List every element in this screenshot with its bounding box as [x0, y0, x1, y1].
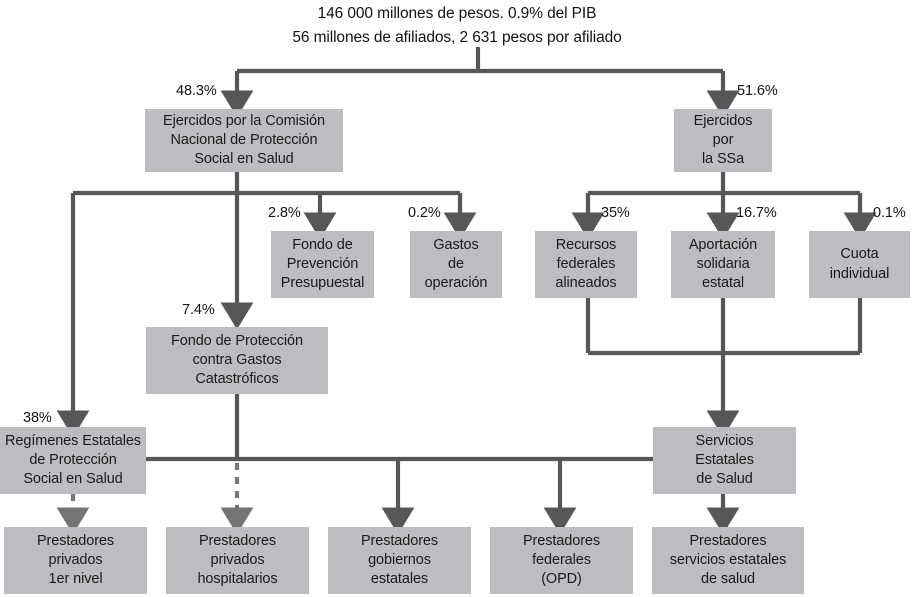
- diagram-title-line-1: 146 000 millones de pesos. 0.9% del PIB: [317, 5, 597, 22]
- node-ssa-line-3: la SSa: [701, 151, 745, 168]
- node-prestadores-federales-line-1: Prestadores: [522, 532, 601, 549]
- node-prestadores-privados-1er-line-3: 1er nivel: [48, 571, 103, 588]
- percent-label-gastos-operacion: 0.2%: [408, 205, 441, 221]
- node-prestadores-servicios-estatales-line-3: de salud: [700, 571, 756, 588]
- node-fondo-prevencion-line-1: Fondo de: [292, 236, 353, 253]
- node-regimenes-estatales-line-1: Regímenes Estatales: [5, 432, 141, 449]
- percent-label-cnpss: 48.3%: [176, 83, 217, 99]
- node-prestadores-federales-line-2: federales: [532, 551, 591, 568]
- node-servicios-estatales-line-3: de Salud: [696, 471, 753, 488]
- node-ssa-line-1: Ejercidos: [693, 112, 753, 129]
- percent-label-aportacion-solidaria: 16.7%: [736, 205, 777, 221]
- node-recursos-federales[interactable]: Recursos federales alineados: [535, 231, 637, 298]
- node-cnpss-line-3: Social en Salud: [194, 151, 294, 168]
- node-regimenes-estatales-line-3: Social en Salud: [23, 471, 123, 488]
- node-gastos-operacion-line-3: operación: [424, 275, 488, 292]
- node-cnpss-line-1: Ejercidos por la Comisión: [163, 112, 325, 129]
- node-prestadores-federales-line-3: (OPD): [541, 571, 582, 588]
- node-fondo-prevencion-line-3: Presupuestal: [280, 275, 365, 292]
- node-aportacion-solidaria-line-2: solidaria: [696, 255, 750, 272]
- node-prestadores-privados-hospitalarios-line-1: Prestadores: [198, 532, 277, 549]
- node-fondo-prevencion[interactable]: Fondo de Prevención Presupuestal: [271, 231, 374, 298]
- node-fondo-catastroficos-line-1: Fondo de Protección: [171, 332, 303, 349]
- diagram-title-line-2: 56 millones de afiliados, 2 631 pesos po…: [292, 28, 622, 46]
- node-regimenes-estatales-line-2: de Protección: [29, 451, 117, 468]
- node-cnpss-line-2: Nacional de Protección: [170, 131, 318, 148]
- node-recursos-federales-line-3: alineados: [555, 275, 617, 292]
- node-recursos-federales-line-1: Recursos: [555, 236, 617, 253]
- node-gastos-operacion[interactable]: Gastos de operación: [410, 231, 502, 298]
- node-prestadores-servicios-estatales-line-1: Prestadores: [689, 532, 767, 549]
- node-fondo-catastroficos-line-3: Catastróficos: [195, 371, 279, 388]
- percent-label-regimenes: 38%: [23, 410, 52, 426]
- percent-label-fondo-prevencion: 2.8%: [268, 205, 301, 221]
- node-servicios-estatales-line-2: Estatales: [695, 451, 754, 468]
- node-gastos-operacion-line-1: Gastos: [433, 236, 479, 253]
- node-prestadores-privados-hospitalarios-line-3: hospitalarios: [197, 571, 278, 588]
- node-servicios-estatales-line-1: Servicios: [695, 432, 754, 449]
- node-fondo-prevencion-line-2: Prevención: [286, 255, 359, 272]
- node-cuota-individual-line-2: individual: [829, 265, 890, 282]
- node-ssa-line-2: por: [712, 131, 734, 148]
- percent-label-recursos-federales: 35%: [601, 205, 630, 221]
- node-cnpss[interactable]: Ejercidos por la Comisión Nacional de Pr…: [145, 109, 343, 172]
- node-prestadores-privados-hospitalarios-line-2: privados: [210, 551, 265, 568]
- percent-label-fondo-catastroficos: 7.4%: [182, 302, 215, 318]
- node-aportacion-solidaria-line-3: estatal: [701, 275, 745, 292]
- node-fondo-catastroficos[interactable]: Fondo de Protección contra Gastos Catast…: [146, 327, 328, 394]
- node-prestadores-gobiernos-estatales-line-1: Prestadores: [360, 532, 439, 549]
- node-cuota-individual-line-1: Cuota: [840, 246, 879, 263]
- percent-label-ssa: 51.6%: [737, 83, 778, 99]
- node-prestadores-gobiernos-estatales-line-3: estatales: [370, 571, 429, 588]
- node-cuota-individual[interactable]: Cuota individual: [809, 231, 910, 298]
- node-prestadores-gobiernos-estatales-line-2: gobiernos: [368, 551, 431, 568]
- node-ssa[interactable]: Ejercidos por la SSa: [674, 109, 772, 172]
- node-regimenes-estatales[interactable]: Regímenes Estatales de Protección Social…: [0, 427, 146, 494]
- node-gastos-operacion-line-2: de: [448, 255, 464, 272]
- node-aportacion-solidaria-line-1: Aportación: [688, 236, 758, 253]
- node-fondo-catastroficos-line-2: contra Gastos: [192, 351, 282, 368]
- node-servicios-estatales[interactable]: Servicios Estatales de Salud: [653, 427, 796, 494]
- node-prestadores-privados-hospitalarios[interactable]: Prestadores privados hospitalarios: [166, 527, 309, 594]
- node-prestadores-servicios-estatales-line-2: servicios estatales: [669, 551, 787, 568]
- node-aportacion-solidaria[interactable]: Aportación solidaria estatal: [671, 231, 775, 298]
- node-prestadores-servicios-estatales[interactable]: Prestadores servicios estatales de salud: [652, 527, 804, 594]
- diagram-title: 146 000 millones de pesos. 0.9% del PIB …: [0, 2, 914, 49]
- node-prestadores-privados-1er[interactable]: Prestadores privados 1er nivel: [4, 527, 147, 594]
- node-prestadores-privados-1er-line-2: privados: [48, 551, 103, 568]
- node-recursos-federales-line-2: federales: [556, 255, 616, 272]
- node-prestadores-gobiernos-estatales[interactable]: Prestadores gobiernos estatales: [328, 527, 471, 594]
- node-prestadores-privados-1er-line-1: Prestadores: [36, 532, 115, 549]
- node-prestadores-federales[interactable]: Prestadores federales (OPD): [490, 527, 633, 594]
- percent-label-cuota-individual: 0.1%: [873, 205, 906, 221]
